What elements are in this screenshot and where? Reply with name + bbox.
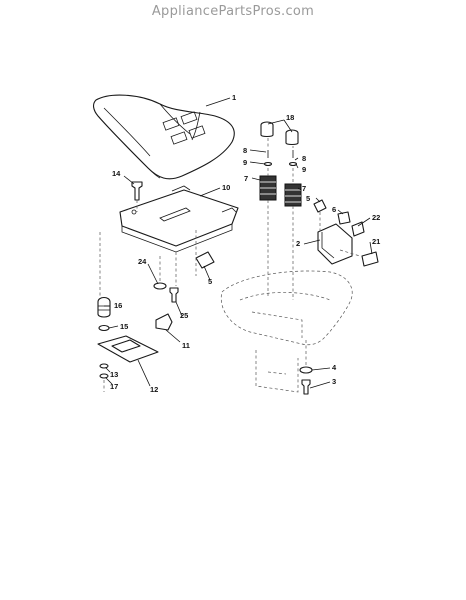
callout-21: 21 <box>372 237 380 246</box>
callout-5a: 5 <box>306 194 310 203</box>
callout-17: 17 <box>110 382 118 391</box>
callout-2: 2 <box>296 239 300 248</box>
latch-assembly <box>97 282 179 379</box>
callout-12: 12 <box>150 385 158 394</box>
callout-9b: 9 <box>302 165 306 174</box>
callout-14: 14 <box>112 169 121 178</box>
callout-22: 22 <box>372 213 380 222</box>
callout-8b: 8 <box>302 154 306 163</box>
callout-7a: 7 <box>244 174 248 183</box>
callout-4: 4 <box>332 363 337 372</box>
callout-6: 6 <box>332 205 336 214</box>
callouts: 1 18 8 8 9 9 7 7 5 6 22 21 2 10 14 24 5 … <box>110 93 380 394</box>
seat-bolt <box>131 181 143 201</box>
watermark: AppliancePartsPros.com <box>151 4 315 19</box>
callout-10: 10 <box>222 183 230 192</box>
callout-9a: 9 <box>243 158 247 167</box>
callout-7b: 7 <box>302 184 306 193</box>
callout-15: 15 <box>120 322 128 331</box>
guide-lines <box>99 138 361 392</box>
seat-spring-left <box>259 121 302 207</box>
callout-24: 24 <box>138 257 147 266</box>
callout-25: 25 <box>180 311 188 320</box>
callout-16: 16 <box>114 301 122 310</box>
seat <box>93 94 235 180</box>
frame-bolt <box>299 366 313 395</box>
frame <box>220 270 353 393</box>
callout-8a: 8 <box>243 146 247 155</box>
callout-1: 1 <box>232 93 236 102</box>
leader-lines <box>104 97 373 389</box>
callout-13: 13 <box>110 370 118 379</box>
callout-18: 18 <box>286 113 294 122</box>
callout-5b: 5 <box>208 277 212 286</box>
callout-3: 3 <box>332 377 336 386</box>
callout-11: 11 <box>182 341 190 350</box>
hinge-bracket <box>195 199 379 269</box>
